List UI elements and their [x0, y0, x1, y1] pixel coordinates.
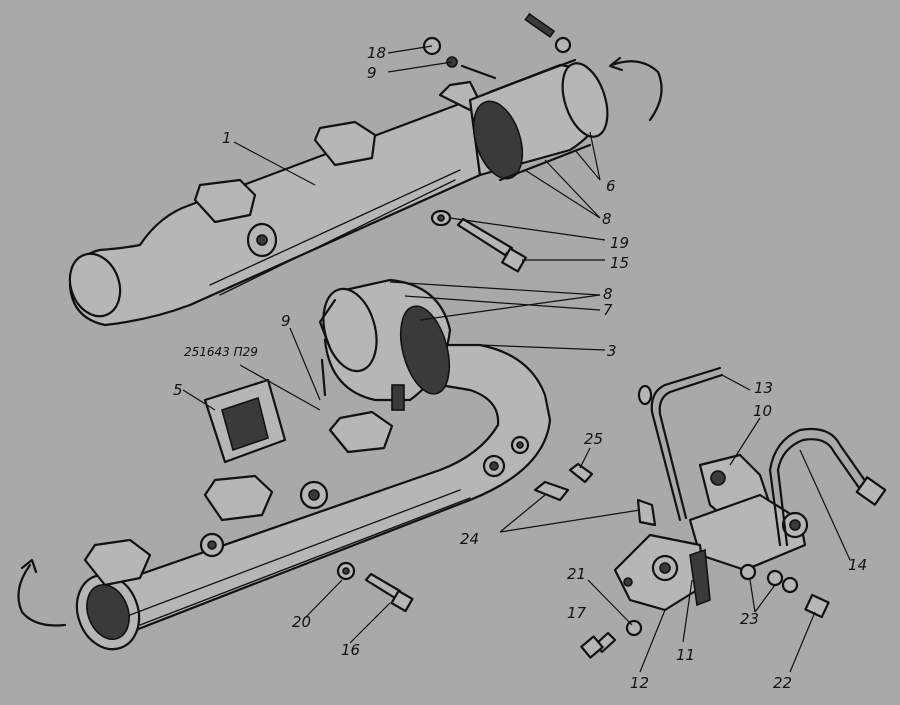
callout-23: 23	[740, 610, 759, 628]
callout-12: 12	[630, 674, 649, 692]
lower-manifold	[75, 343, 552, 651]
upper-clamp-assembly	[422, 12, 609, 182]
callout-5: 5	[173, 381, 183, 399]
fittings-23-24-25	[533, 462, 830, 619]
callout-10: 10	[753, 402, 772, 420]
callout-7: 7	[603, 301, 613, 319]
callout-24: 24	[460, 530, 479, 548]
callout-21: 21	[567, 565, 586, 583]
callout-20: 20	[292, 613, 311, 631]
callout-labels: 1 3 5 6 7 8 8 9 9 10 11 12 13 14 15 16 1…	[173, 44, 867, 692]
callout-6: 6	[606, 177, 616, 195]
callout-9-lower: 9	[281, 312, 291, 330]
callout-1: 1	[222, 129, 232, 147]
part-code-label: 251643 П29	[184, 345, 258, 359]
upper-manifold	[68, 80, 482, 327]
callout-3: 3	[607, 342, 617, 360]
leader-lines	[182, 45, 851, 673]
callout-25: 25	[584, 430, 603, 448]
callout-17: 17	[567, 604, 587, 622]
callout-9-upper: 9	[367, 64, 377, 82]
bolt-15-assembly	[430, 209, 527, 273]
lower-clamp-assembly	[318, 278, 452, 411]
nut-21-bolt-17	[580, 619, 643, 659]
callout-8-lower: 8	[603, 285, 613, 303]
rotation-arrow-top	[610, 60, 663, 122]
callout-19: 19	[610, 234, 629, 252]
fuel-tubes	[637, 366, 887, 547]
rotation-arrow-bottom	[17, 563, 67, 627]
gasket-5	[203, 378, 287, 464]
nut-20	[336, 561, 356, 581]
callout-8-upper: 8	[602, 210, 612, 228]
callout-14: 14	[848, 556, 867, 574]
bracket-assembly	[613, 453, 809, 612]
callout-22: 22	[773, 674, 792, 692]
callout-15: 15	[610, 254, 629, 272]
callout-11: 11	[676, 646, 695, 664]
bolt-16	[364, 572, 414, 613]
callout-13: 13	[754, 379, 773, 397]
callout-18: 18	[367, 44, 386, 62]
callout-16: 16	[341, 641, 360, 659]
